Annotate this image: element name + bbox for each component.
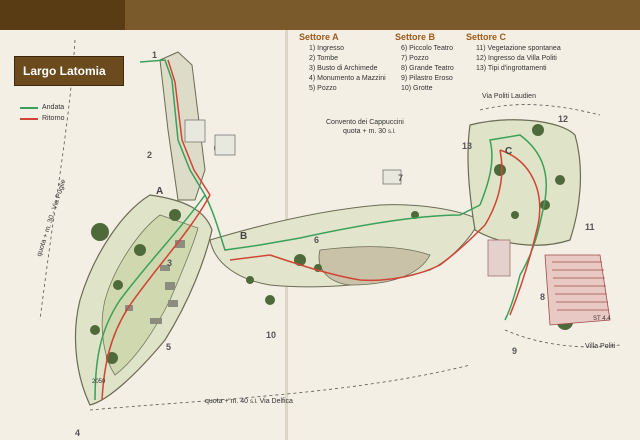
route-ritorno — [101, 59, 541, 401]
list-item: 4) Monumento a Mazzini — [309, 75, 386, 82]
list-item: 11) Vegetazione spontanea — [476, 45, 561, 52]
grande-teatro — [544, 254, 611, 326]
convent-quota-label: quota + m. 30 s.l. — [343, 128, 396, 135]
boundary-villa — [504, 329, 621, 348]
sector-c-heading: Settore C — [466, 32, 507, 42]
park-inner — [101, 214, 199, 376]
convent-label: Convento dei Cappuccini — [326, 119, 404, 126]
sector-a-list: 1) Ingresso 2) Tombe 3) Busto di Archime… — [309, 44, 386, 94]
sector-b-heading: Settore B — [395, 32, 436, 42]
marker-13: 13 — [462, 141, 473, 151]
villa-politi-label: Villa Politi — [585, 343, 616, 350]
boundary-south — [89, 364, 471, 411]
marker-11: 11 — [585, 222, 595, 232]
legend-andata-label: Andata — [42, 104, 65, 111]
list-item: 13) Tipi d'ingrottamenti — [476, 65, 547, 72]
park-area-c — [467, 119, 582, 246]
pozzo-7 — [382, 169, 402, 185]
via-delfica-label: quota + m. 40 s.l. Via Delfica — [205, 398, 293, 405]
header-band-left — [0, 0, 125, 30]
route-andata — [94, 59, 547, 401]
map-code-label: ST 4.4 — [593, 316, 611, 322]
building-1 — [184, 119, 206, 143]
list-item: 2) Tombe — [309, 55, 339, 62]
list-item: 12) Ingresso da Villa Politi — [476, 55, 557, 62]
street-label-politi: Via Politi Laudien — [482, 93, 536, 100]
sector-a-heading: Settore A — [299, 32, 339, 42]
boundary-east — [479, 104, 601, 116]
legend-andata-line — [20, 107, 38, 109]
sector-letter-a: A — [156, 186, 164, 197]
elevation-code-label: 2050 — [92, 379, 106, 385]
list-item: 7) Pozzo — [401, 55, 429, 62]
map-title-tab: Largo Latomia — [14, 56, 124, 86]
sector-b-list: 6) Piccolo Teatro 7) Pozzo 8) Grande Tea… — [401, 44, 454, 94]
marker-12: 12 — [558, 114, 569, 124]
marker-6: 6 — [314, 235, 320, 245]
list-item: 6) Piccolo Teatro — [401, 45, 454, 52]
marker-10: 10 — [266, 330, 277, 340]
legend-ritorno-line — [20, 118, 38, 120]
marker-4: 4 — [75, 428, 81, 438]
building-8 — [487, 239, 511, 277]
sector-letter-b: B — [240, 231, 248, 242]
marker-7: 7 — [398, 173, 404, 183]
list-item: 3) Busto di Archimede — [309, 65, 378, 72]
marker-9: 9 — [512, 346, 518, 356]
sector-c-list: 11) Vegetazione spontanea 12) Ingresso d… — [476, 44, 561, 74]
map-title: Largo Latomia — [23, 64, 106, 78]
quarry-b — [318, 246, 431, 286]
list-item: 5) Pozzo — [309, 85, 337, 92]
marker-2: 2 — [147, 150, 153, 160]
entrance-strip — [159, 51, 206, 201]
list-item: 1) Ingresso — [309, 45, 345, 52]
list-item: 9) Pilastro Eroso — [401, 75, 453, 82]
sector-letter-c: C — [505, 146, 513, 157]
trees-right — [494, 124, 573, 330]
marker-8: 8 — [540, 292, 546, 302]
ruins-left — [125, 240, 185, 324]
marker-1: 1 — [152, 50, 158, 60]
list-item: 8) Grande Teatro — [401, 65, 454, 72]
list-item: 10) Grotte — [401, 85, 433, 92]
building-2 — [214, 134, 236, 156]
marker-3: 3 — [167, 258, 173, 268]
legend-ritorno-label: Ritorno — [42, 115, 65, 122]
marker-5: 5 — [166, 342, 172, 352]
